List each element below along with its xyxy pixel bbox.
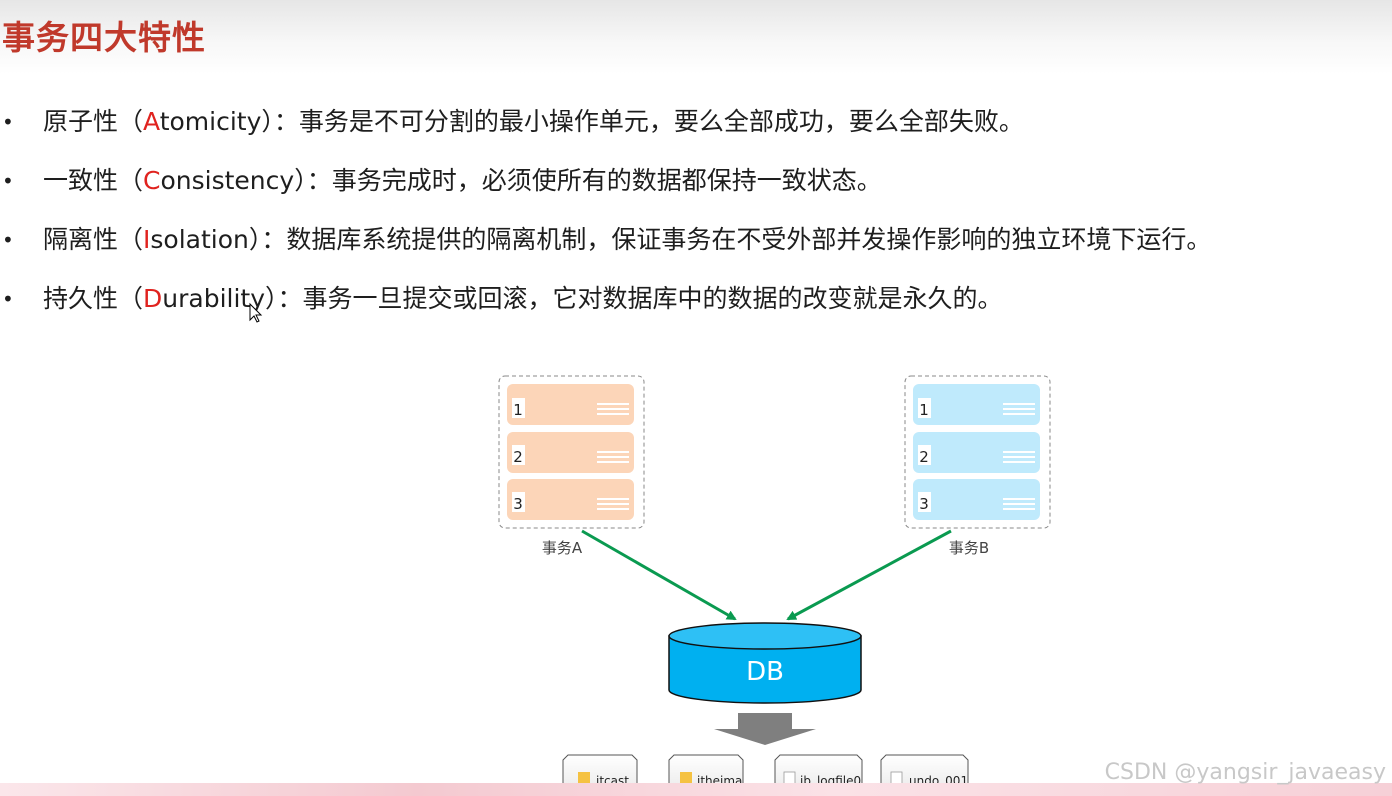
bullet-icon: •	[2, 169, 14, 193]
step-number: 3	[513, 495, 523, 513]
down-arrow-icon	[714, 713, 816, 745]
transaction-b-frame	[904, 375, 1051, 529]
watermark: CSDN @yangsir_javaeasy	[1104, 760, 1386, 785]
list-item-atomicity: • 原子性（Atomicity）：事务是不可分割的最小操作单元，要么全部成功，要…	[0, 102, 1392, 142]
list-item-durability: • 持久性（Durability）：事务一旦提交或回滚，它对数据库中的数据的改变…	[0, 279, 1392, 319]
step-number: 3	[919, 495, 929, 513]
lines-icon	[1003, 451, 1035, 463]
lines-icon	[597, 498, 629, 510]
page-title: 事务四大特性	[2, 18, 206, 57]
highlight-letter: D	[143, 284, 163, 313]
transaction-b: 1 2 3 事务B	[904, 375, 1051, 557]
lines-icon	[1003, 403, 1035, 415]
transaction-a-frame	[498, 375, 645, 529]
list-item-consistency: • 一致性（Consistency）：事务完成时，必须使所有的数据都保持一致状态…	[0, 161, 1392, 201]
cursor-icon	[249, 302, 263, 323]
lines-icon	[1003, 498, 1035, 510]
step-row: 3	[913, 479, 1040, 520]
bullet-text: 一致性（Consistency）：事务完成时，必须使所有的数据都保持一致状态。	[43, 166, 882, 195]
step-row: 2	[913, 432, 1040, 473]
arrow-a-to-db	[581, 529, 737, 621]
database-icon: DB	[668, 622, 862, 704]
transaction-a: 1 2 3 事务A	[498, 375, 645, 557]
lines-icon	[597, 403, 629, 415]
highlight-letter: C	[143, 166, 161, 195]
step-row: 1	[913, 384, 1040, 425]
step-number: 2	[919, 448, 929, 466]
highlight-letter: A	[143, 107, 160, 136]
header-band	[0, 0, 1392, 74]
bullet-icon: •	[2, 228, 14, 252]
step-row: 2	[507, 432, 634, 473]
bullet-text: 原子性（Atomicity）：事务是不可分割的最小操作单元，要么全部成功，要么全…	[43, 107, 1024, 136]
bullet-icon: •	[2, 110, 14, 134]
step-row: 3	[507, 479, 634, 520]
bullet-icon: •	[2, 287, 14, 311]
step-number: 2	[513, 448, 523, 466]
footer-band	[0, 783, 1392, 796]
transaction-a-label: 事务A	[542, 539, 583, 557]
database-label: DB	[746, 657, 784, 687]
lines-icon	[597, 451, 629, 463]
folder-icon	[578, 772, 590, 786]
highlight-letter: I	[143, 225, 151, 254]
list-item-isolation: • 隔离性（Isolation）：数据库系统提供的隔离机制，保证事务在不受外部并…	[0, 220, 1392, 260]
step-row: 1	[507, 384, 634, 425]
step-number: 1	[919, 401, 929, 419]
transaction-b-label: 事务B	[949, 539, 989, 557]
step-number: 1	[513, 401, 523, 419]
arrow-b-to-db	[786, 529, 952, 621]
folder-icon	[680, 772, 692, 786]
bullet-text: 持久性（Durability）：事务一旦提交或回滚，它对数据库中的数据的改变就是…	[43, 284, 1003, 313]
bullet-text: 隔离性（Isolation）：数据库系统提供的隔离机制，保证事务在不受外部并发操…	[43, 225, 1212, 254]
